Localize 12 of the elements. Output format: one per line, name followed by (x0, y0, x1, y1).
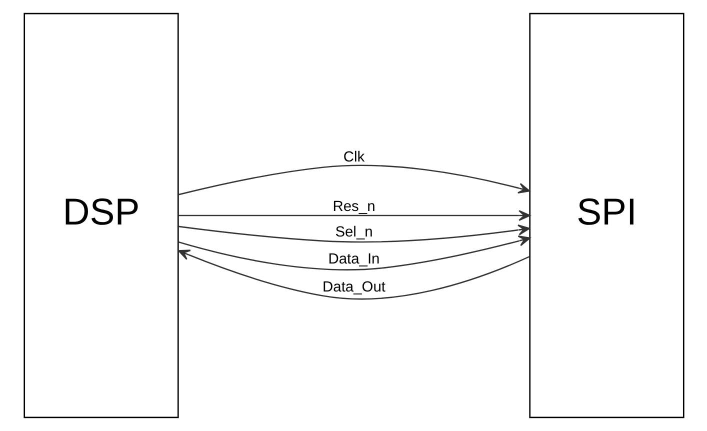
arrow (177, 250, 530, 300)
edge-label: Sel_n (334, 224, 372, 241)
node-box: SPI (528, 12, 684, 418)
edge-label: Data_Out (322, 279, 385, 296)
arrow (178, 164, 530, 196)
arrow (178, 235, 530, 270)
arrow (178, 210, 530, 221)
edge-label: Data_In (328, 251, 380, 268)
edge-label: Res_n (332, 199, 375, 216)
edge-label: Clk (342, 150, 364, 166)
node-box: DSP (23, 12, 178, 418)
arrow (178, 224, 530, 243)
